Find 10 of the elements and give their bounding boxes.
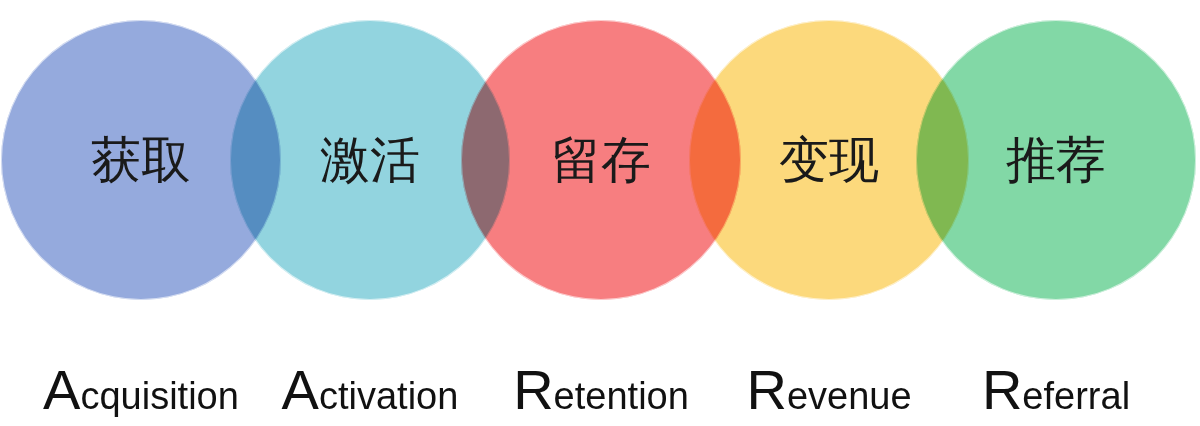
- stage-label: 变现: [779, 135, 879, 185]
- stage-caption: Revenue: [746, 362, 912, 418]
- stage-caption: Referral: [981, 362, 1131, 418]
- stage-label: 留存: [551, 135, 651, 185]
- stage-caption: Retention: [513, 362, 689, 418]
- stage-label: 推荐: [1006, 135, 1106, 185]
- stage-label: 激活: [320, 135, 420, 185]
- stage-label: 获取: [91, 135, 191, 185]
- stage-caption: Activation: [281, 362, 459, 418]
- stage-caption: Acquisition: [43, 362, 239, 418]
